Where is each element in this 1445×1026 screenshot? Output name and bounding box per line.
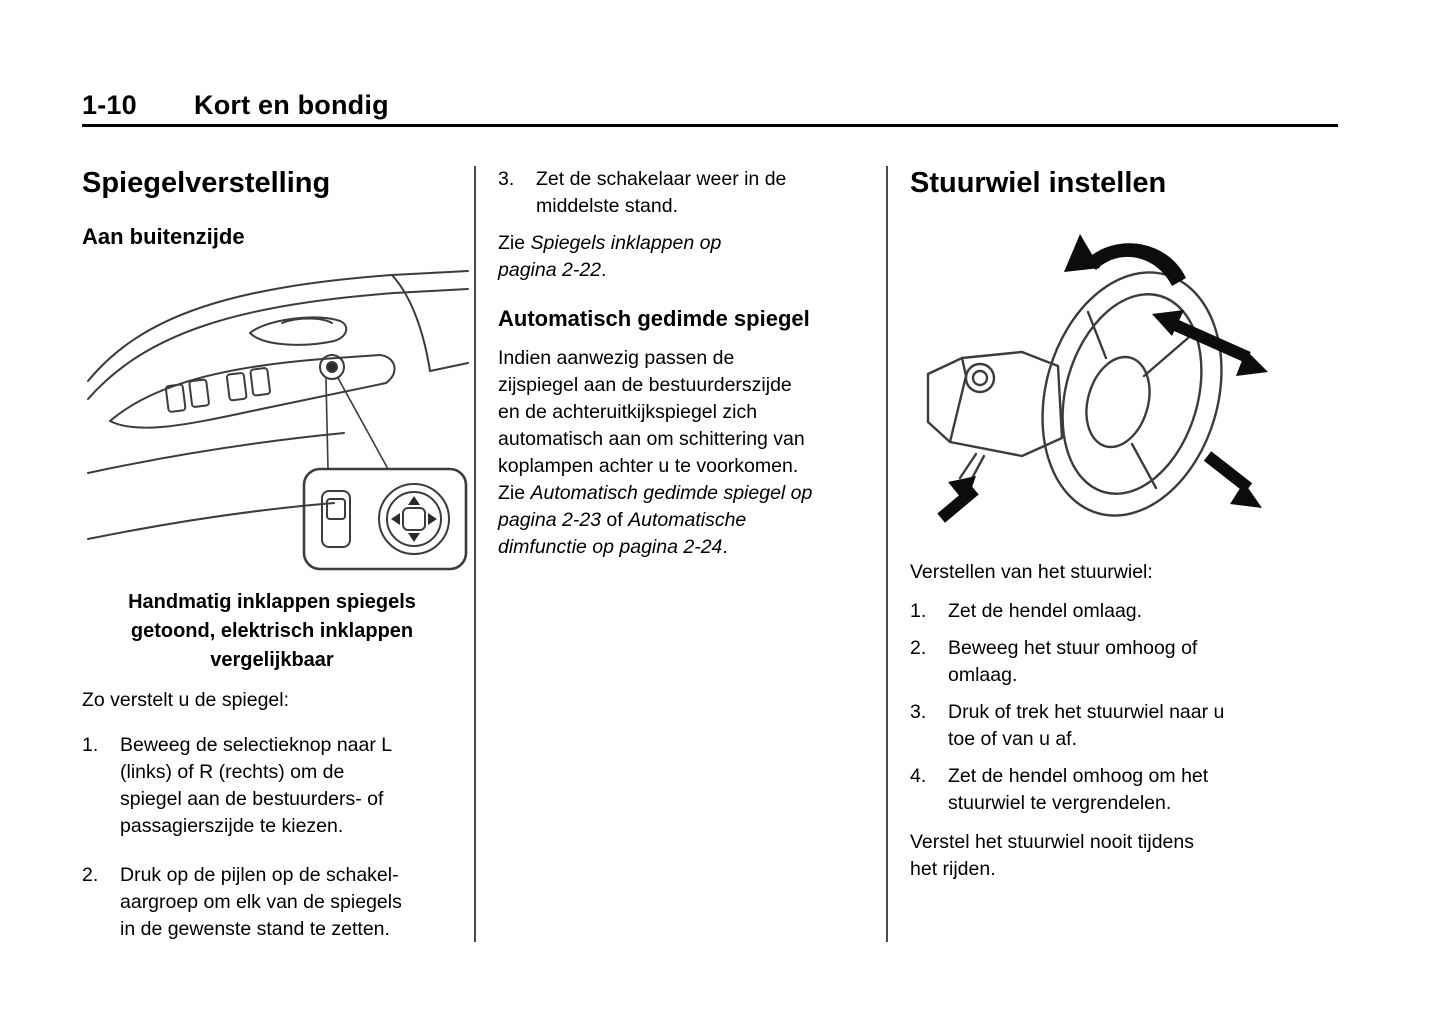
column-divider-right bbox=[886, 166, 888, 942]
step-number: 1. bbox=[910, 599, 927, 622]
column-divider-left bbox=[474, 166, 476, 942]
paragraph-text: Indien aanwezig passen de zijspiegel aan… bbox=[498, 347, 805, 505]
steering-step-2: 2. Beweeg het stuur omhoog of omlaag. bbox=[910, 635, 1328, 689]
door-panel-illustration bbox=[82, 263, 469, 580]
step-number: 3. bbox=[910, 700, 927, 723]
auto-dimming-paragraph: Indien aanwezig passen de zijspiegel aan… bbox=[498, 345, 858, 561]
steering-steps: 1. Zet de hendel omlaag. 2. Beweeg het s… bbox=[910, 598, 1328, 817]
page-header: 1-10 Kort en bondig bbox=[82, 90, 389, 121]
steering-intro-text: Verstellen van het stuurwiel: bbox=[910, 560, 1153, 583]
step-text: Zet de hendel omhoog om het stuurwiel te… bbox=[948, 764, 1209, 814]
step-number: 2. bbox=[82, 864, 99, 887]
column-mirror-continued: 3. Zet de schakelaar weer in de middelst… bbox=[476, 166, 886, 561]
step-number: 4. bbox=[910, 764, 927, 787]
steering-warning-text: Verstel het stuurwiel nooit tijdens het … bbox=[910, 830, 1194, 880]
step-text: Druk op de pijlen op de schakel- aargroe… bbox=[120, 864, 402, 941]
reference-prefix: Zie bbox=[498, 232, 531, 254]
header-rule bbox=[82, 124, 1338, 127]
step-text: Zet de schakelaar weer in de middelste s… bbox=[536, 168, 787, 217]
step-text: Beweeg het stuur omhoog of omlaag. bbox=[948, 636, 1198, 686]
subheading-outside: Aan buitenzijde bbox=[82, 223, 245, 249]
section-heading-mirror-adjustment: Spiegelverstelling bbox=[82, 167, 331, 199]
steering-step-4: 4. Zet de hendel omhoog om het stuurwiel… bbox=[910, 763, 1328, 817]
reference-title-italic: Spiegels inklappen op pagina 2-22 bbox=[498, 232, 722, 281]
column-mirror-adjustment: Spiegelverstelling Aan buitenzijde bbox=[82, 166, 474, 965]
mirror-intro-text: Zo verstelt u de spiegel: bbox=[82, 689, 290, 712]
chapter-title: Kort en bondig bbox=[194, 90, 389, 120]
reference-title-italic: Automatisch gedimde spiegel op pagina 2-… bbox=[498, 482, 813, 532]
step-number: 3. bbox=[498, 168, 515, 190]
reference-title-italic: Automatische dimfunctie op pagina 2-24 bbox=[498, 509, 747, 559]
step-text: Druk of trek het stuurwiel naar u toe of… bbox=[948, 700, 1225, 750]
step-text: Beweeg de selectieknop naar L (links) of… bbox=[120, 734, 393, 838]
steering-wheel-illustration bbox=[910, 226, 1328, 539]
steering-step-3: 3. Druk of trek het stuurwiel naar u toe… bbox=[910, 699, 1328, 753]
content-columns: Spiegelverstelling Aan buitenzijde bbox=[82, 166, 1338, 965]
step-number: 1. bbox=[82, 734, 99, 757]
step-number: 2. bbox=[910, 636, 927, 659]
figure-caption: Handmatig inklappen spiegels getoond, el… bbox=[128, 591, 416, 672]
steering-wheel-drawing bbox=[926, 233, 1268, 523]
paragraph-connector: of bbox=[601, 509, 629, 532]
reference-suffix: . bbox=[601, 259, 607, 281]
subheading-auto-dimming-mirror: Automatisch gedimde spiegel bbox=[498, 306, 810, 331]
mirror-step-2: 2. Druk op de pijlen op de schakel- aarg… bbox=[82, 862, 462, 943]
step-text: Zet de hendel omlaag. bbox=[948, 599, 1143, 622]
paragraph-period: . bbox=[722, 536, 728, 559]
door-panel-drawing bbox=[87, 270, 469, 571]
column-steering-wheel: Stuurwiel instellen bbox=[888, 166, 1338, 883]
section-heading-steering-wheel: Stuurwiel instellen bbox=[910, 167, 1167, 199]
cross-reference-folding-mirrors: Zie Spiegels inklappen op pagina 2-22. bbox=[498, 230, 858, 284]
page-number: 1-10 bbox=[82, 90, 137, 120]
mirror-step-1: 1. Beweeg de selectieknop naar L (links)… bbox=[82, 732, 462, 840]
steering-step-1: 1. Zet de hendel omlaag. bbox=[910, 598, 1328, 625]
mirror-step-3: 3. Zet de schakelaar weer in de middelst… bbox=[498, 166, 858, 220]
